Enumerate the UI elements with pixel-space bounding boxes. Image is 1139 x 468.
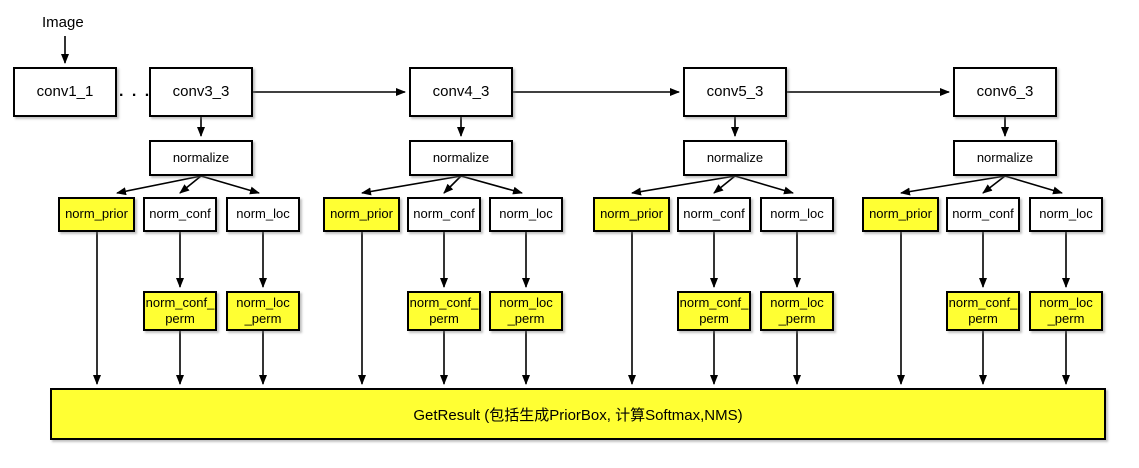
- node-norm-conf-perm: norm_conf_ perm: [677, 291, 751, 331]
- node-normalize: normalize: [409, 140, 513, 176]
- node-norm-loc: norm_loc: [760, 197, 834, 232]
- node-conv6-3: conv6_3: [953, 67, 1057, 117]
- node-norm-conf: norm_conf: [143, 197, 217, 232]
- arrow-connector: [900, 175, 1006, 196]
- arrow-connector: [982, 175, 1006, 194]
- node-norm-conf-perm: norm_conf_ perm: [143, 291, 217, 331]
- node-norm-conf-perm: norm_conf_ perm: [946, 291, 1020, 331]
- node-norm-loc-perm: norm_loc _perm: [226, 291, 300, 331]
- node-norm-loc: norm_loc: [1029, 197, 1103, 232]
- node-norm-loc-perm: norm_loc _perm: [489, 291, 563, 331]
- input-image-label: Image: [42, 14, 84, 31]
- node-conv1-1: conv1_1: [13, 67, 117, 117]
- arrow-connector: [116, 175, 202, 196]
- ellipsis-dots: . . .: [119, 83, 152, 100]
- arrow-connector: [361, 175, 462, 196]
- arrow-connector: [734, 175, 794, 195]
- node-norm-conf-perm: norm_conf_ perm: [407, 291, 481, 331]
- arrow-connector: [1004, 175, 1063, 195]
- node-norm-loc-perm: norm_loc _perm: [760, 291, 834, 331]
- node-normalize: normalize: [683, 140, 787, 176]
- node-conv5-3: conv5_3: [683, 67, 787, 117]
- node-norm-prior: norm_prior: [323, 197, 400, 232]
- node-normalize: normalize: [953, 140, 1057, 176]
- node-normalize: normalize: [149, 140, 253, 176]
- arrow-connector: [443, 175, 462, 194]
- node-norm-prior: norm_prior: [58, 197, 135, 232]
- node-norm-loc: norm_loc: [226, 197, 300, 232]
- node-conv3-3: conv3_3: [149, 67, 253, 117]
- node-norm-prior: norm_prior: [862, 197, 939, 232]
- node-norm-loc: norm_loc: [489, 197, 563, 232]
- arrow-connector: [200, 175, 260, 195]
- node-conv4-3: conv4_3: [409, 67, 513, 117]
- node-getresult-bar: GetResult (包括生成PriorBox, 计算Softmax,NMS): [50, 388, 1106, 440]
- node-norm-conf: norm_conf: [677, 197, 751, 232]
- arrow-connector: [713, 175, 736, 194]
- node-norm-conf: norm_conf: [946, 197, 1020, 232]
- arrow-connector: [631, 175, 736, 196]
- arrow-connector: [460, 175, 523, 195]
- node-norm-prior: norm_prior: [593, 197, 670, 232]
- arrow-connector: [179, 175, 202, 194]
- node-norm-conf: norm_conf: [407, 197, 481, 232]
- node-norm-loc-perm: norm_loc _perm: [1029, 291, 1103, 331]
